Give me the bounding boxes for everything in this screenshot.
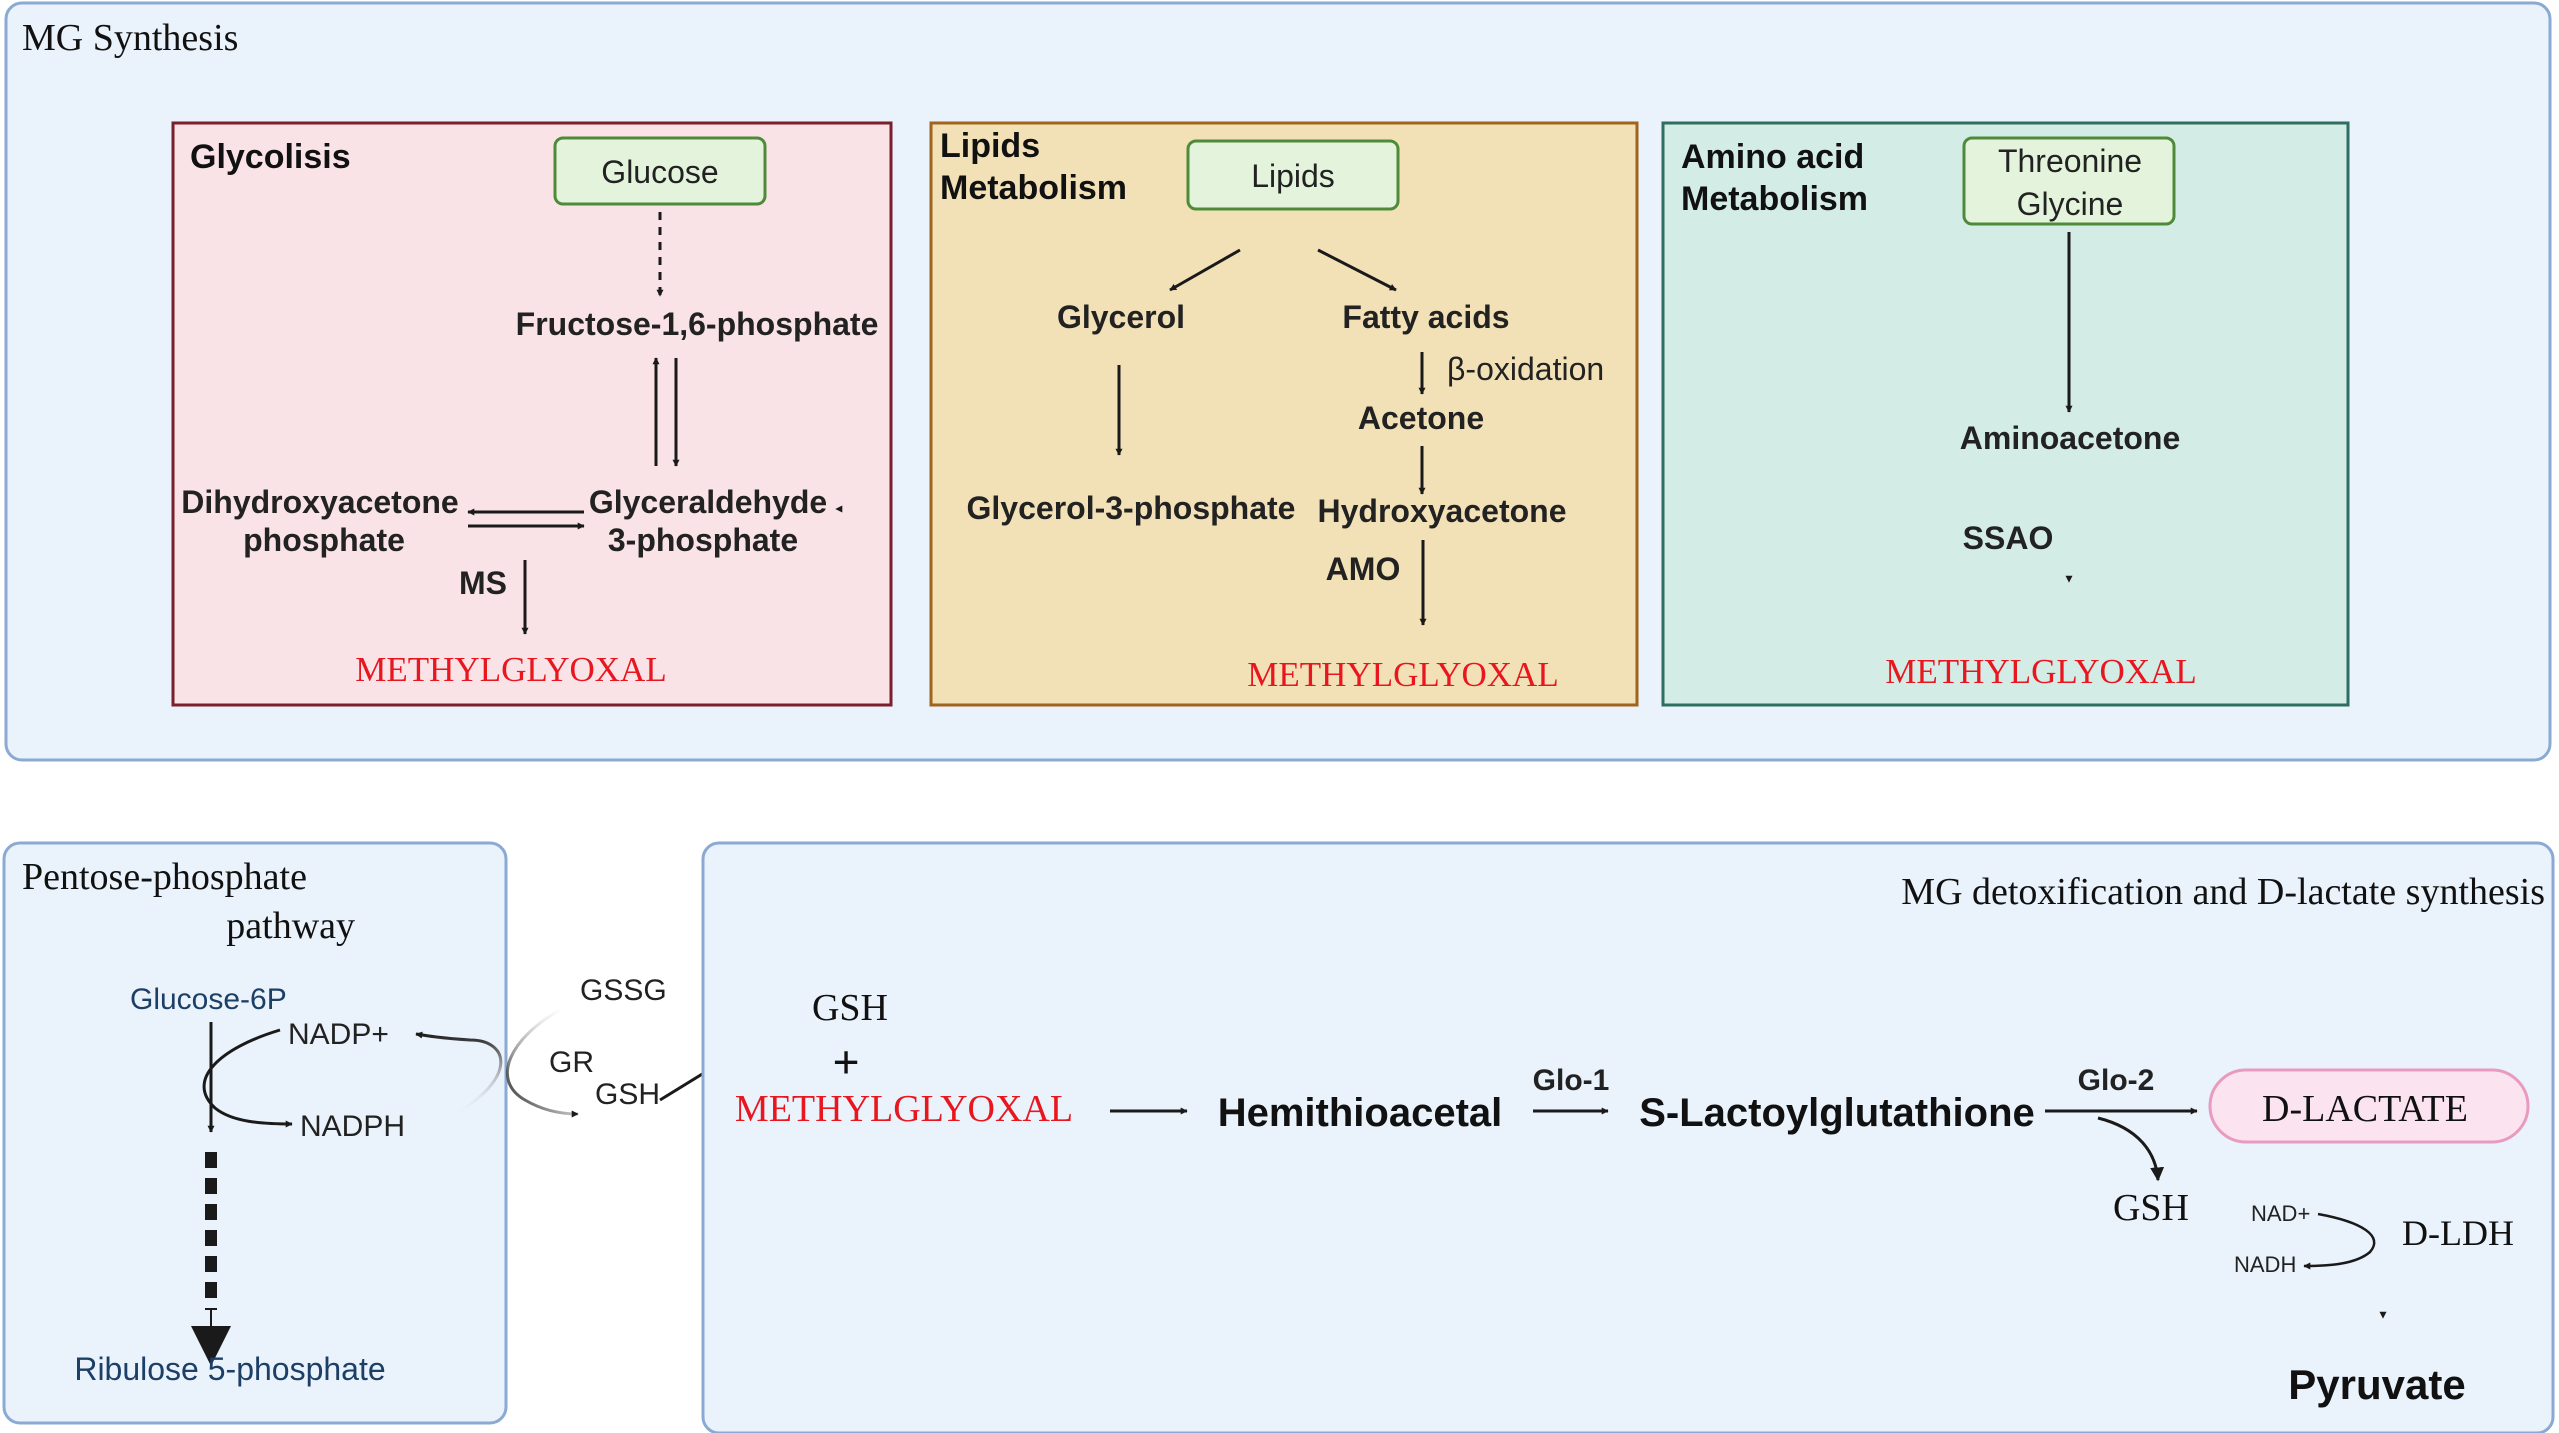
glycolisis-methylglyoxal: METHYLGLYOXAL <box>355 650 666 689</box>
lipids-node <box>1186 139 1400 211</box>
lipids-to-glycerol-arrow <box>1169 248 1241 292</box>
slactoyl-to-gsh-curve <box>2097 1116 2165 1182</box>
amino-title-line2: Metabolism <box>1681 180 1868 218</box>
fatty-acids-label: Fatty acids <box>1342 299 1509 335</box>
glo2-label: Glo-2 <box>2078 1064 2155 1097</box>
detox-methylglyoxal: METHYLGLYOXAL <box>735 1088 1073 1130</box>
dhap-label-line2: phosphate <box>243 522 405 558</box>
gsh-output-label: GSH <box>2113 1187 2189 1229</box>
nadh-label: NADH <box>2234 1252 2296 1277</box>
glycerol-label: Glycerol <box>1057 299 1185 335</box>
hemithioacetal-label: Hemithioacetal <box>1218 1091 1503 1135</box>
glo1-label: Glo-1 <box>1533 1064 1610 1097</box>
glycolisis-box <box>171 121 893 707</box>
detox-plus-label: + <box>832 1036 859 1089</box>
nad-plus-label: NAD+ <box>2251 1201 2310 1226</box>
pentose-title-line1: Pentose-phosphate <box>22 856 307 898</box>
mg-detox-panel <box>701 841 2555 1433</box>
nadp-plus-label: NADP+ <box>288 1018 389 1051</box>
aminoacetone-label: Aminoacetone <box>1960 420 2180 456</box>
glycine-label: Glycine <box>2017 186 2124 222</box>
amino-title-line1: Amino acid <box>1681 138 1864 176</box>
glucose-label: Glucose <box>601 154 718 190</box>
gssg-label: GSSG <box>580 974 667 1007</box>
amo-label: AMO <box>1326 551 1401 587</box>
pentose-title-line2: pathway <box>226 905 355 947</box>
glucose-node <box>553 136 767 206</box>
d-ldh-label: D-LDH <box>2402 1213 2514 1253</box>
d-lactate-node <box>2208 1068 2530 1144</box>
lipids-node-label: Lipids <box>1251 158 1335 194</box>
gsh-cycle-label: GSH <box>595 1078 660 1111</box>
ms-label: MS <box>459 565 507 601</box>
s-lactoylglutathione-label: S-Lactoylglutathione <box>1639 1091 2035 1135</box>
lipids-box <box>929 121 1639 707</box>
lipids-title-line2: Metabolism <box>940 169 1127 207</box>
gr-label: GR <box>549 1046 594 1079</box>
lipids-to-fattyacids-arrow <box>1317 248 1397 292</box>
acetone-label: Acetone <box>1358 400 1484 436</box>
nadph-to-nadp-curve <box>415 1031 503 1122</box>
nadph-label: NADPH <box>300 1110 405 1143</box>
pentose-phosphate-panel <box>2 841 508 1425</box>
ribulose-label: Ribulose 5-phosphate <box>74 1351 385 1387</box>
f16p-label: Fructose-1,6-phosphate <box>516 306 879 342</box>
pyruvate-label: Pyruvate <box>2288 1361 2465 1408</box>
threonine-glycine-node <box>1962 136 2176 226</box>
dhap-label-line1: Dihydroxyacetone <box>181 484 458 520</box>
glucose-6p-label: Glucose-6P <box>130 983 287 1016</box>
ssao-label: SSAO <box>1963 520 2054 556</box>
hydroxyacetone-label: Hydroxyacetone <box>1318 493 1567 529</box>
gssg-to-gsh-curve <box>506 1008 579 1118</box>
d-lactate-label: D-LACTATE <box>2262 1088 2468 1130</box>
detox-gsh-label: GSH <box>812 987 888 1029</box>
g3p-label-line1: Glyceraldehyde <box>589 484 827 520</box>
amino-methylglyoxal: METHYLGLYOXAL <box>1885 652 2196 691</box>
lipids-methylglyoxal: METHYLGLYOXAL <box>1247 655 1558 694</box>
glycolisis-title: Glycolisis <box>190 138 351 176</box>
mg-detox-title: MG detoxification and D-lactate synthesi… <box>1901 871 2545 913</box>
g3p-label-line2: 3-phosphate <box>608 522 798 558</box>
threonine-label: Threonine <box>1998 143 2142 179</box>
lipids-title-line1: Lipids <box>940 127 1040 165</box>
mg-synthesis-title: MG Synthesis <box>22 17 238 59</box>
beta-oxidation-label: β-oxidation <box>1447 351 1604 387</box>
nad-to-nadh-curve <box>2303 1212 2376 1270</box>
glycerol-3-phosphate-label: Glycerol-3-phosphate <box>967 490 1296 526</box>
